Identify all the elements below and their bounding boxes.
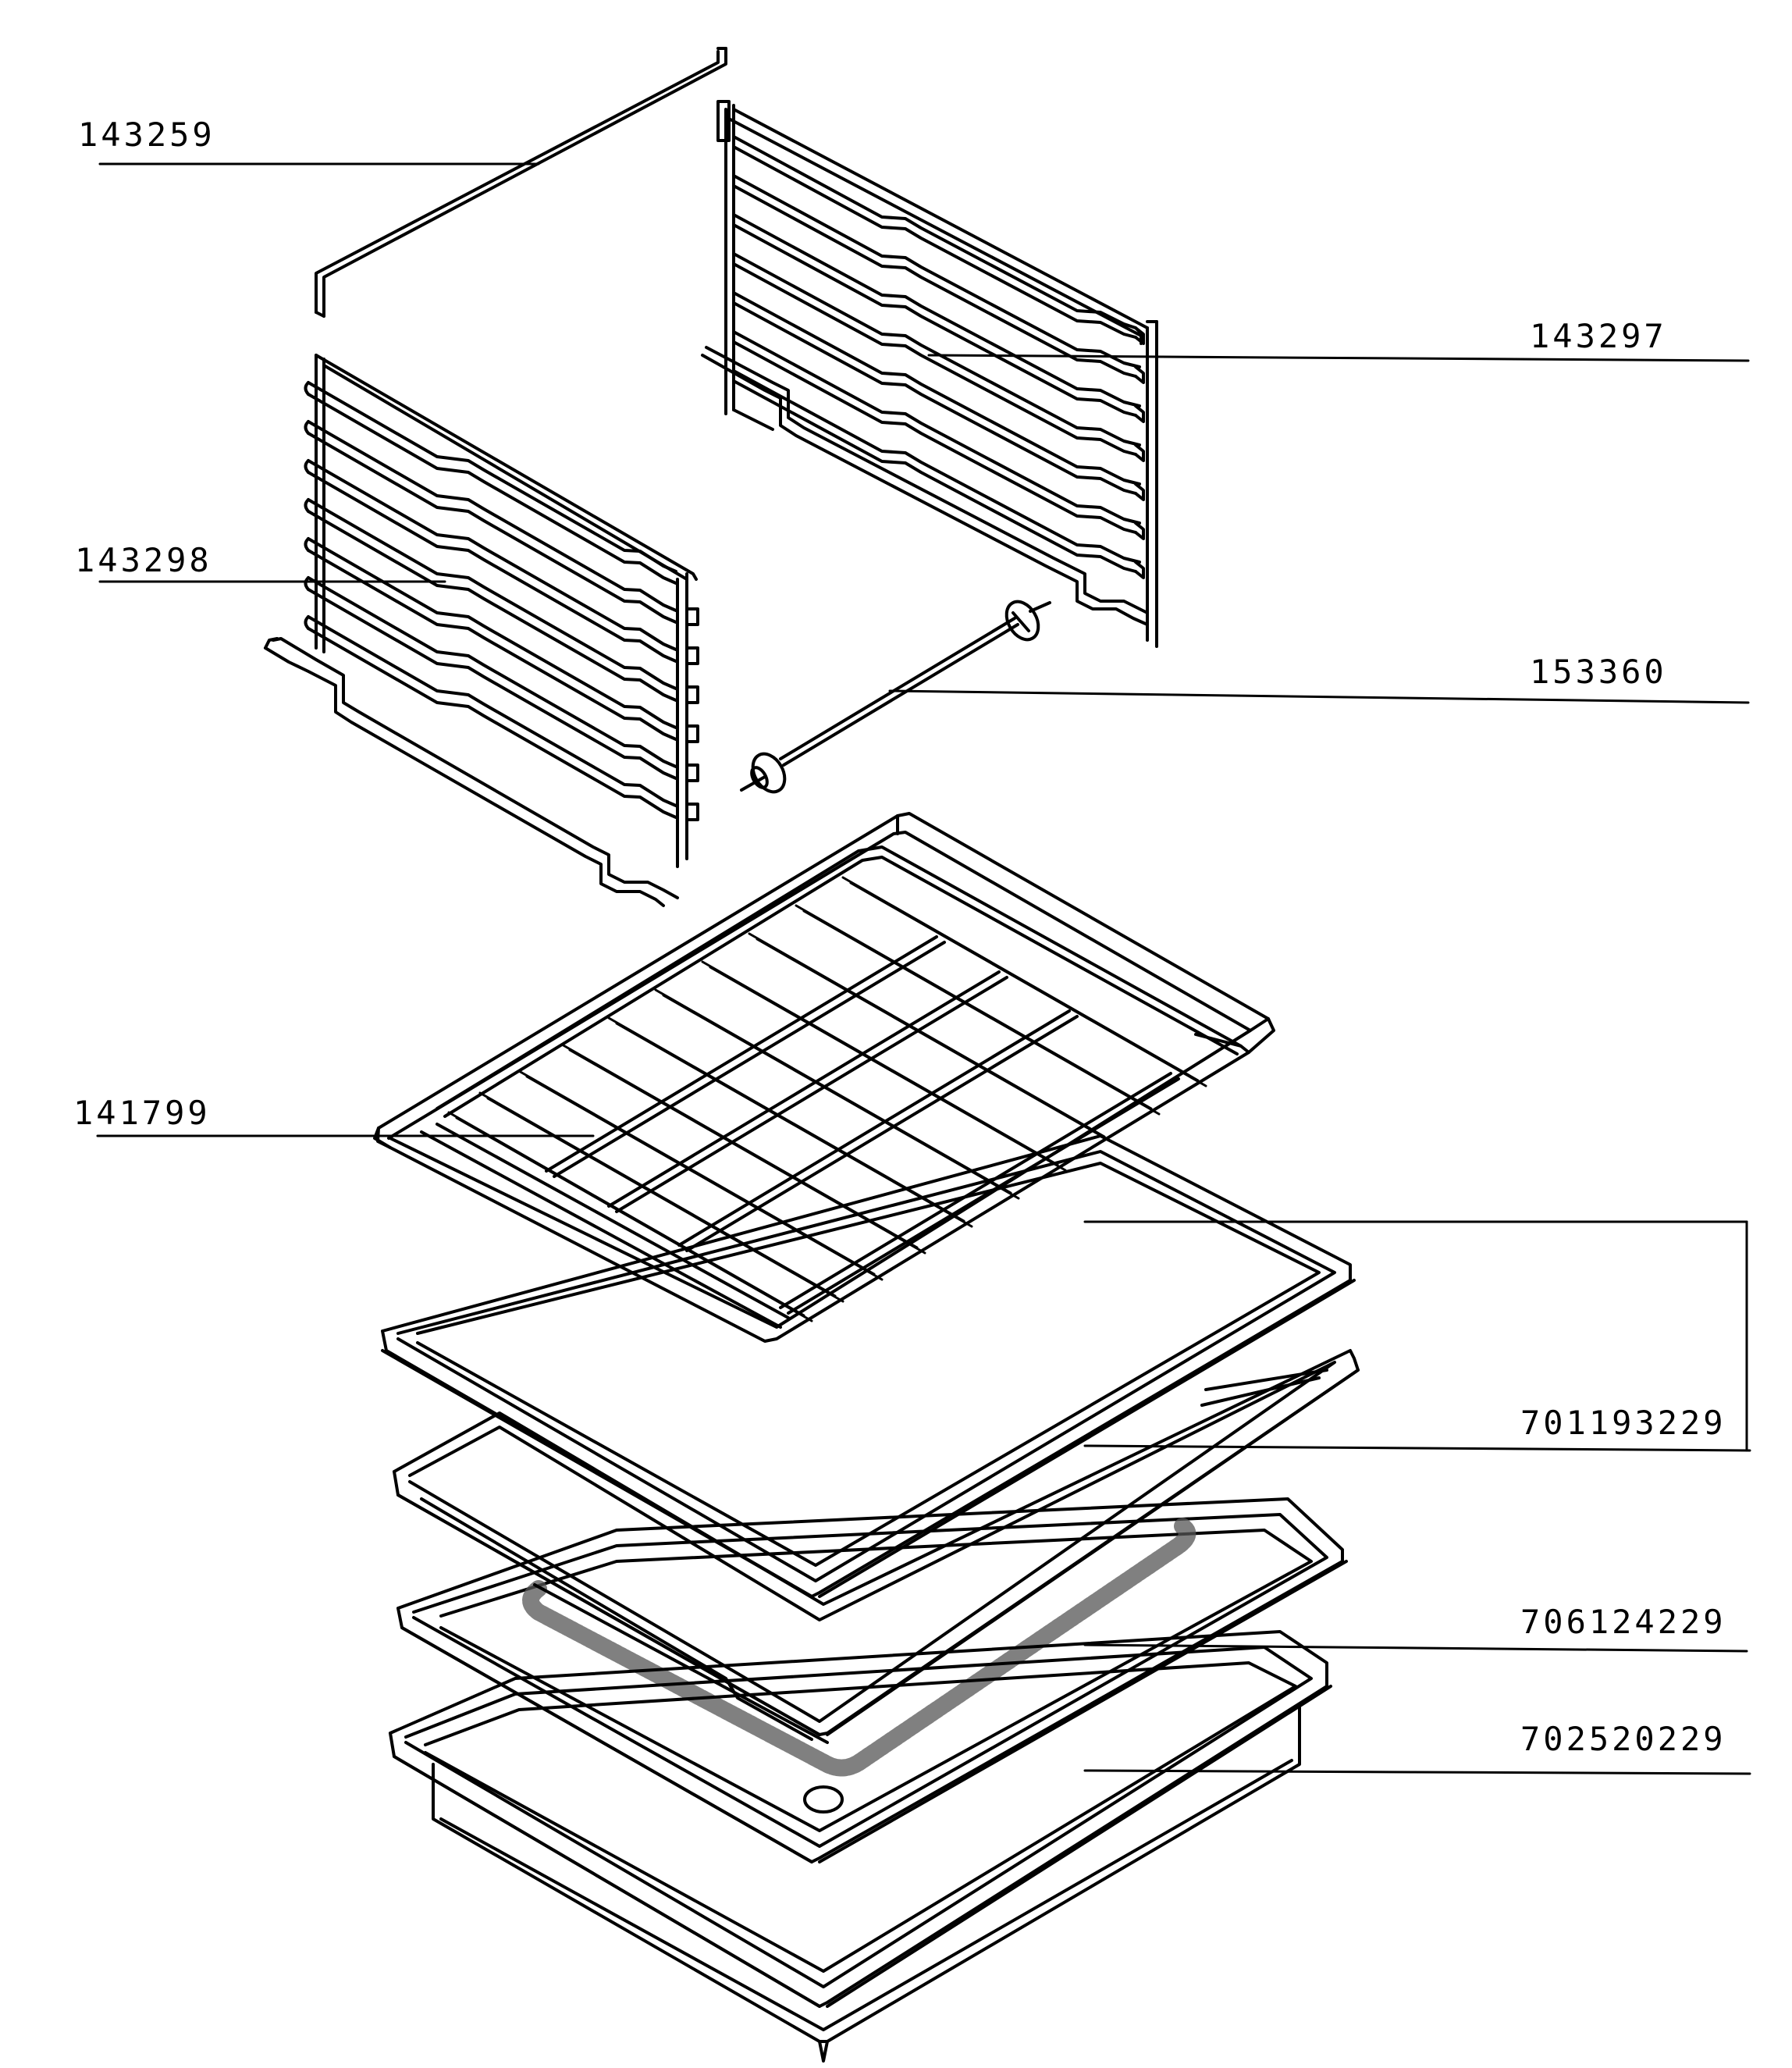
part-number-143297: 143297 — [1530, 317, 1667, 355]
leader-153360 — [888, 689, 1750, 704]
leader-lines — [96, 162, 1751, 1775]
leader-143297 — [927, 354, 1750, 362]
part-143297-right-side-rack — [701, 100, 1158, 648]
part-number-143259: 143259 — [78, 116, 215, 154]
part-702520229-deep-tray — [389, 1630, 1332, 2063]
part-143259-wire-bar — [315, 47, 727, 318]
part-153360-fixing-rod — [740, 600, 1051, 794]
part-number-143298: 143298 — [75, 541, 212, 579]
part-number-141799: 141799 — [73, 1094, 211, 1132]
leader-701193229-b — [1083, 1444, 1751, 1452]
part-706124229-tray-with-gasket — [396, 1497, 1348, 1863]
part-141799-wire-shelf — [373, 812, 1275, 1343]
part-701193229-upper-tray — [381, 1134, 1356, 1598]
part-143298-left-side-rack — [264, 354, 699, 907]
part-number-706124229: 706124229 — [1520, 1603, 1726, 1641]
leader-706124229 — [1083, 1643, 1748, 1653]
part-number-153360: 153360 — [1530, 653, 1667, 691]
part-number-701193229: 701193229 — [1520, 1404, 1726, 1442]
leader-702520229 — [1083, 1769, 1751, 1775]
part-number-702520229: 702520229 — [1520, 1720, 1726, 1758]
